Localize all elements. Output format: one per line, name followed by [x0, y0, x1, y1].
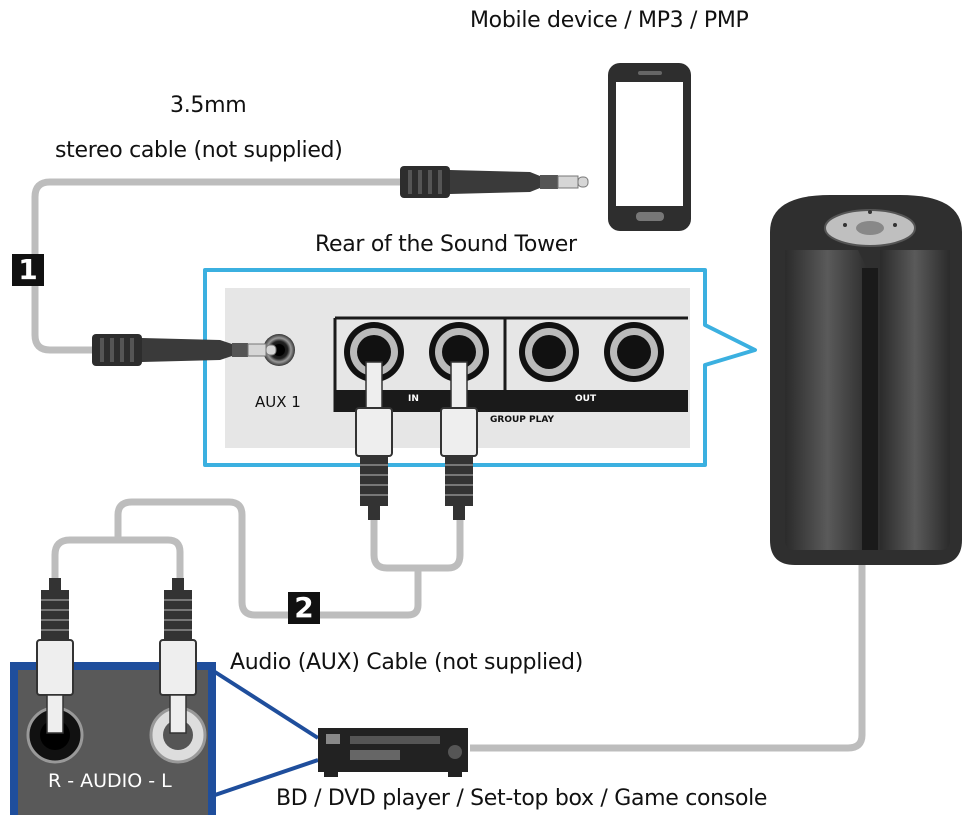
- in-out-band: [336, 390, 688, 412]
- stereo-cable-label: stereo cable (not supplied): [55, 138, 343, 163]
- out-label: OUT: [575, 394, 597, 404]
- smartphone-icon: [608, 63, 691, 231]
- rca-plug-in-l: [440, 361, 478, 520]
- rca-plug-in-r: [355, 361, 393, 520]
- bd-player-icon: [318, 728, 468, 777]
- in-jack-r: [344, 322, 404, 382]
- cable-size-label: 3.5mm: [170, 93, 247, 118]
- tower-cable-line: [470, 565, 866, 752]
- group-play-label: GROUP PLAY: [490, 415, 554, 425]
- mobile-device-label: Mobile device / MP3 / PMP: [470, 8, 749, 33]
- in-jack-l: [429, 322, 489, 382]
- aux-cable-line: [51, 498, 464, 619]
- audio-cable-label: Audio (AUX) Cable (not supplied): [230, 650, 584, 675]
- step-2-badge: 2: [288, 592, 320, 624]
- source-devices-label: BD / DVD player / Set-top box / Game con…: [276, 786, 768, 811]
- player-callout-lines: [213, 670, 320, 797]
- out-jack-r: [519, 322, 579, 382]
- rca-plug-source-r: [36, 578, 74, 734]
- step-1-badge: 1: [12, 254, 44, 286]
- audio-panel-label: R - AUDIO - L: [48, 770, 172, 792]
- in-label: IN: [408, 394, 419, 404]
- rear-title-label: Rear of the Sound Tower: [315, 232, 577, 257]
- aux1-3.5mm-plug: [92, 334, 277, 366]
- rear-panel-callout: [203, 268, 757, 467]
- sound-tower-icon: [770, 195, 962, 565]
- rca-plug-source-l: [159, 578, 197, 734]
- top-3.5mm-plug: [400, 166, 589, 198]
- aux1-label: AUX 1: [255, 393, 301, 411]
- out-jack-l: [604, 322, 664, 382]
